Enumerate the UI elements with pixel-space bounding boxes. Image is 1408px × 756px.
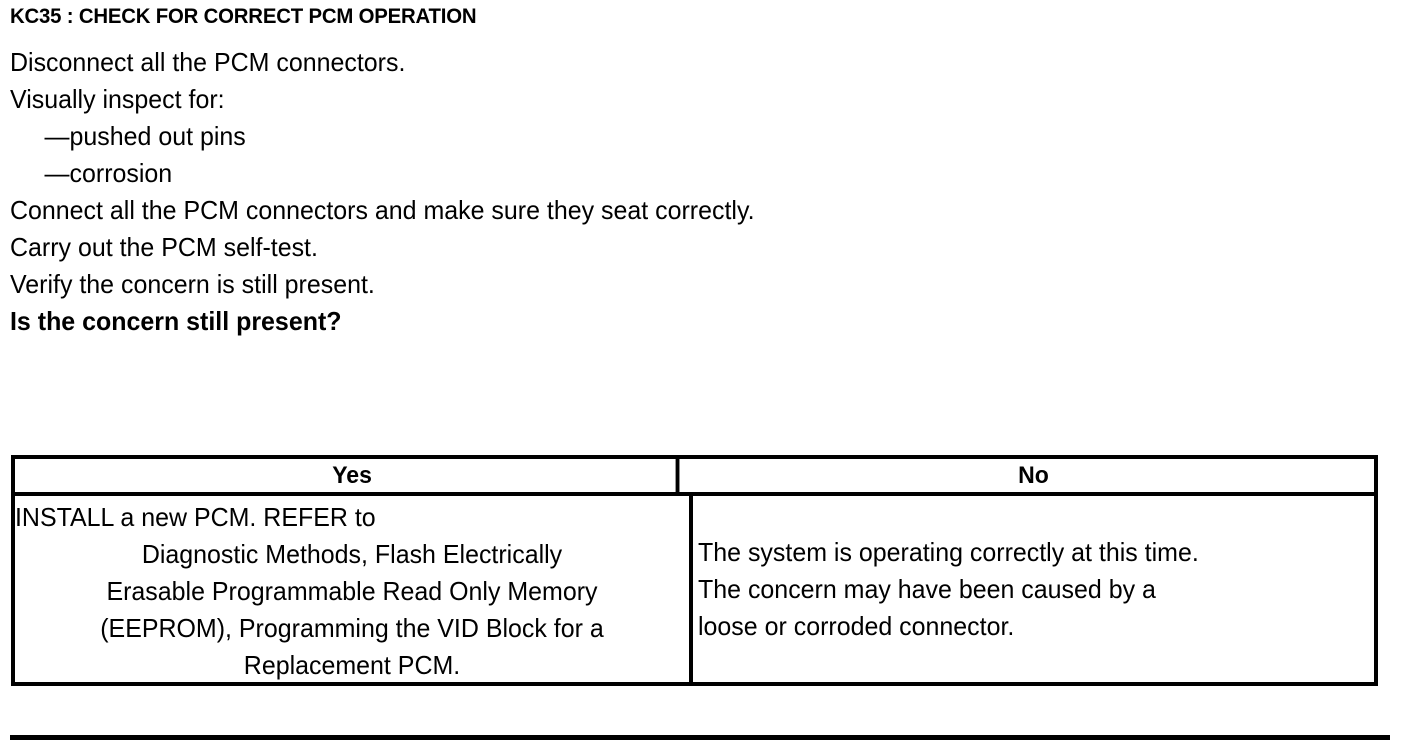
table-cell-line: Erasable Programmable Read Only Memory [106, 576, 598, 606]
page-title: KC35 : CHECK FOR CORRECT PCM OPERATION [10, 5, 477, 28]
instruction-line: Verify the concern is still present. [10, 269, 375, 299]
table-cell-line: Diagnostic Methods, Flash Electrically [141, 539, 563, 569]
table-cell-line: Replacement PCM. [243, 650, 461, 680]
instruction-line: Visually inspect for: [10, 84, 225, 114]
decision-table: Yes No INSTALL a new PCM. REFER to Diagno… [11, 455, 1378, 686]
instruction-line: —pushed out pins [44, 121, 246, 151]
table-cell-no-action: The system is operating correctly at thi… [693, 496, 1374, 682]
table-cell-line: The concern may have been caused by a [698, 573, 1156, 604]
table-cell-line: The system is operating correctly at thi… [698, 536, 1199, 567]
table-cell-line: INSTALL a new PCM. REFER to [15, 502, 376, 532]
table-cell-line: loose or corroded connector. [698, 610, 1015, 641]
table-header-no: No [1018, 461, 1049, 489]
instruction-line: —corrosion [44, 158, 173, 188]
instruction-line: Is the concern still present? [10, 306, 342, 336]
table-cell-yes-action: INSTALL a new PCM. REFER to Diagnostic Me… [15, 496, 693, 682]
instruction-line: Carry out the PCM self-test. [10, 232, 318, 262]
table-header-row: Yes No [15, 459, 1374, 496]
instruction-line: Connect all the PCM connectors and make … [10, 195, 755, 225]
table-header-yes: Yes [29, 459, 680, 492]
table-cell-line: (EEPROM), Programming the VID Block for … [100, 613, 604, 643]
instruction-line: Disconnect all the PCM connectors. [10, 47, 406, 77]
section-divider-rule [10, 735, 1390, 740]
table-row: INSTALL a new PCM. REFER to Diagnostic Me… [15, 496, 1374, 682]
instruction-list: Disconnect all the PCM connectors. Visual… [10, 44, 1390, 340]
